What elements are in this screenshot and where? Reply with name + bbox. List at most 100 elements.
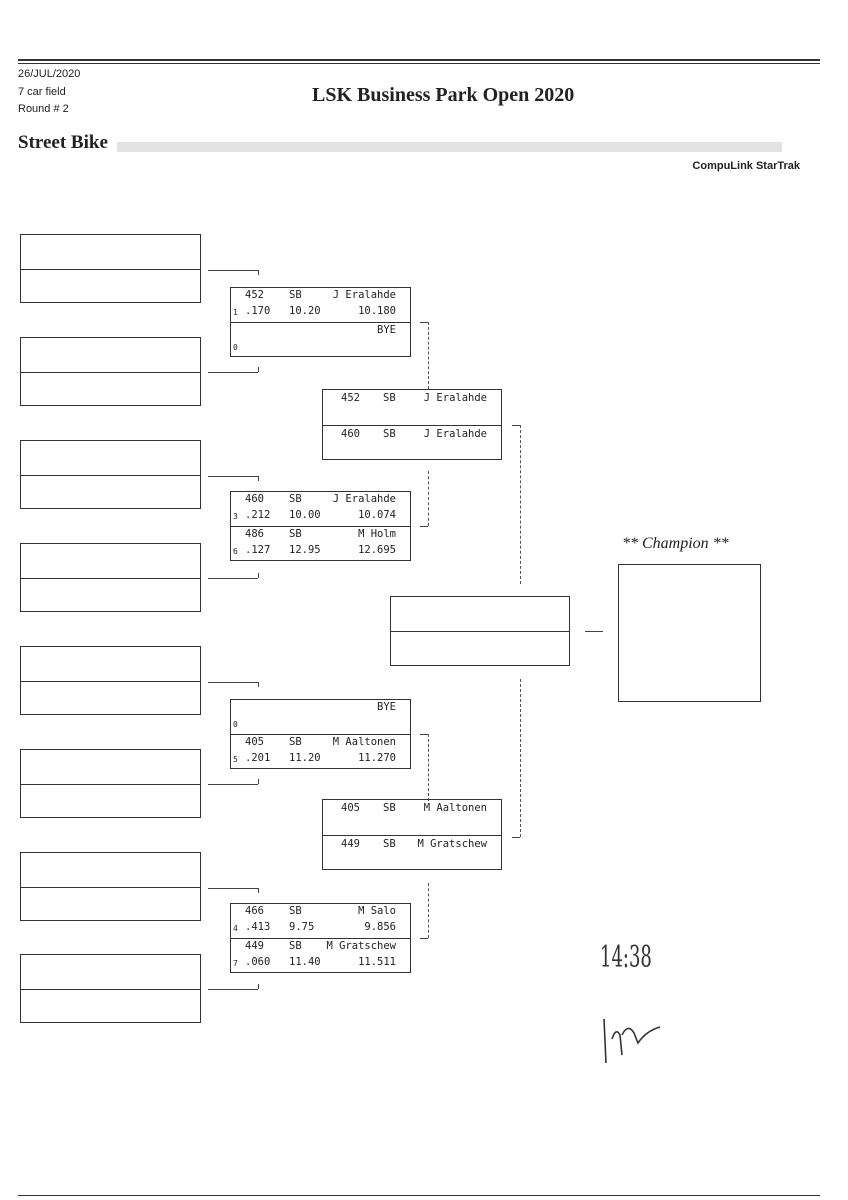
reaction-time: .212: [245, 509, 271, 521]
connector-line: [208, 682, 258, 683]
round1-slot: [20, 337, 201, 406]
final-connector: [585, 631, 603, 632]
connector-tick: [258, 682, 259, 687]
connector-line: [208, 476, 258, 477]
dial-in: 10.20: [289, 305, 321, 317]
connector-line: [208, 578, 258, 579]
racer-name: J Eralahde: [332, 493, 396, 505]
dial-in: 10.00: [289, 509, 321, 521]
racer-name: J Eralahde: [423, 427, 487, 440]
dashed-connector: [520, 425, 521, 584]
racer-name: M Aaltonen: [332, 736, 396, 748]
slot-lane-bottom: [21, 886, 200, 922]
bottom-rule: [18, 1195, 820, 1196]
dashed-connector: [520, 679, 521, 837]
connector-line: [420, 526, 428, 527]
final-lane-bottom: [391, 631, 569, 666]
round1-slot: [20, 954, 201, 1023]
event-date: 26/JUL/2020: [18, 68, 81, 80]
event-title: LSK Business Park Open 2020: [312, 84, 575, 106]
handwritten-initials: [603, 1018, 661, 1064]
entry-row-2: 0: [231, 340, 410, 354]
connector-line: [208, 989, 258, 990]
class-code: SB: [289, 940, 302, 952]
car-number: 466: [245, 905, 264, 917]
racer-name: J Eralahde: [332, 289, 396, 301]
dial-in: 12.95: [289, 544, 321, 556]
round1-slot: [20, 543, 201, 612]
elapsed-time: 12.695: [358, 544, 396, 556]
lane-number: 0: [233, 343, 238, 352]
champion-label: ** Champion **: [622, 535, 729, 552]
connector-line: [420, 938, 428, 939]
lane-number: 1: [233, 308, 238, 317]
dashed-connector: [428, 734, 429, 801]
class-code: SB: [289, 493, 302, 505]
final-match-box: [390, 596, 570, 666]
connector-tick: [258, 779, 259, 784]
elapsed-time: 11.511: [358, 956, 396, 968]
champion-box: [618, 564, 761, 702]
class-code: SB: [383, 837, 396, 850]
slot-lane-top: [21, 853, 200, 887]
connector-line: [208, 270, 258, 271]
top-rule: [18, 59, 820, 61]
racer-name: M Gratschew: [326, 940, 396, 952]
slot-lane-bottom: [21, 988, 200, 1024]
lane-number: 4: [233, 924, 238, 933]
racer-name: M Holm: [358, 528, 396, 540]
lane-number: 6: [233, 547, 238, 556]
racer-name: M Gratschew: [417, 837, 487, 850]
round1-slot: [20, 234, 201, 303]
class-code: SB: [383, 392, 396, 404]
class-code: SB: [383, 802, 396, 814]
elapsed-time: 9.856: [364, 921, 396, 933]
reaction-time: .201: [245, 752, 271, 764]
racer-name: BYE: [377, 324, 396, 336]
entry-row-1: BYE: [231, 324, 410, 338]
class-code: SB: [383, 427, 396, 440]
lane-number: 3: [233, 512, 238, 521]
round1-slot: [20, 852, 201, 921]
class-code: SB: [289, 905, 302, 917]
round1-slot: [20, 749, 201, 818]
match-lane-top: BYE 0: [231, 700, 410, 734]
lane-number: 0: [233, 720, 238, 729]
slot-lane-bottom: [21, 680, 200, 716]
top-rule-thin: [18, 63, 820, 64]
connector-line: [208, 784, 258, 785]
lane-number: 5: [233, 755, 238, 764]
racer-name: J Eralahde: [423, 392, 487, 404]
slot-lane-top: [21, 647, 200, 681]
lane-number: 7: [233, 959, 238, 968]
connector-tick: [258, 888, 259, 893]
car-number: 405: [341, 802, 360, 814]
entry-row-1: BYE: [231, 701, 410, 715]
entry-row-2: 0: [231, 717, 410, 731]
car-number: 452: [245, 289, 264, 301]
dotted-fill: [117, 142, 782, 152]
elapsed-time: 10.180: [358, 305, 396, 317]
dial-in: 9.75: [289, 921, 315, 933]
